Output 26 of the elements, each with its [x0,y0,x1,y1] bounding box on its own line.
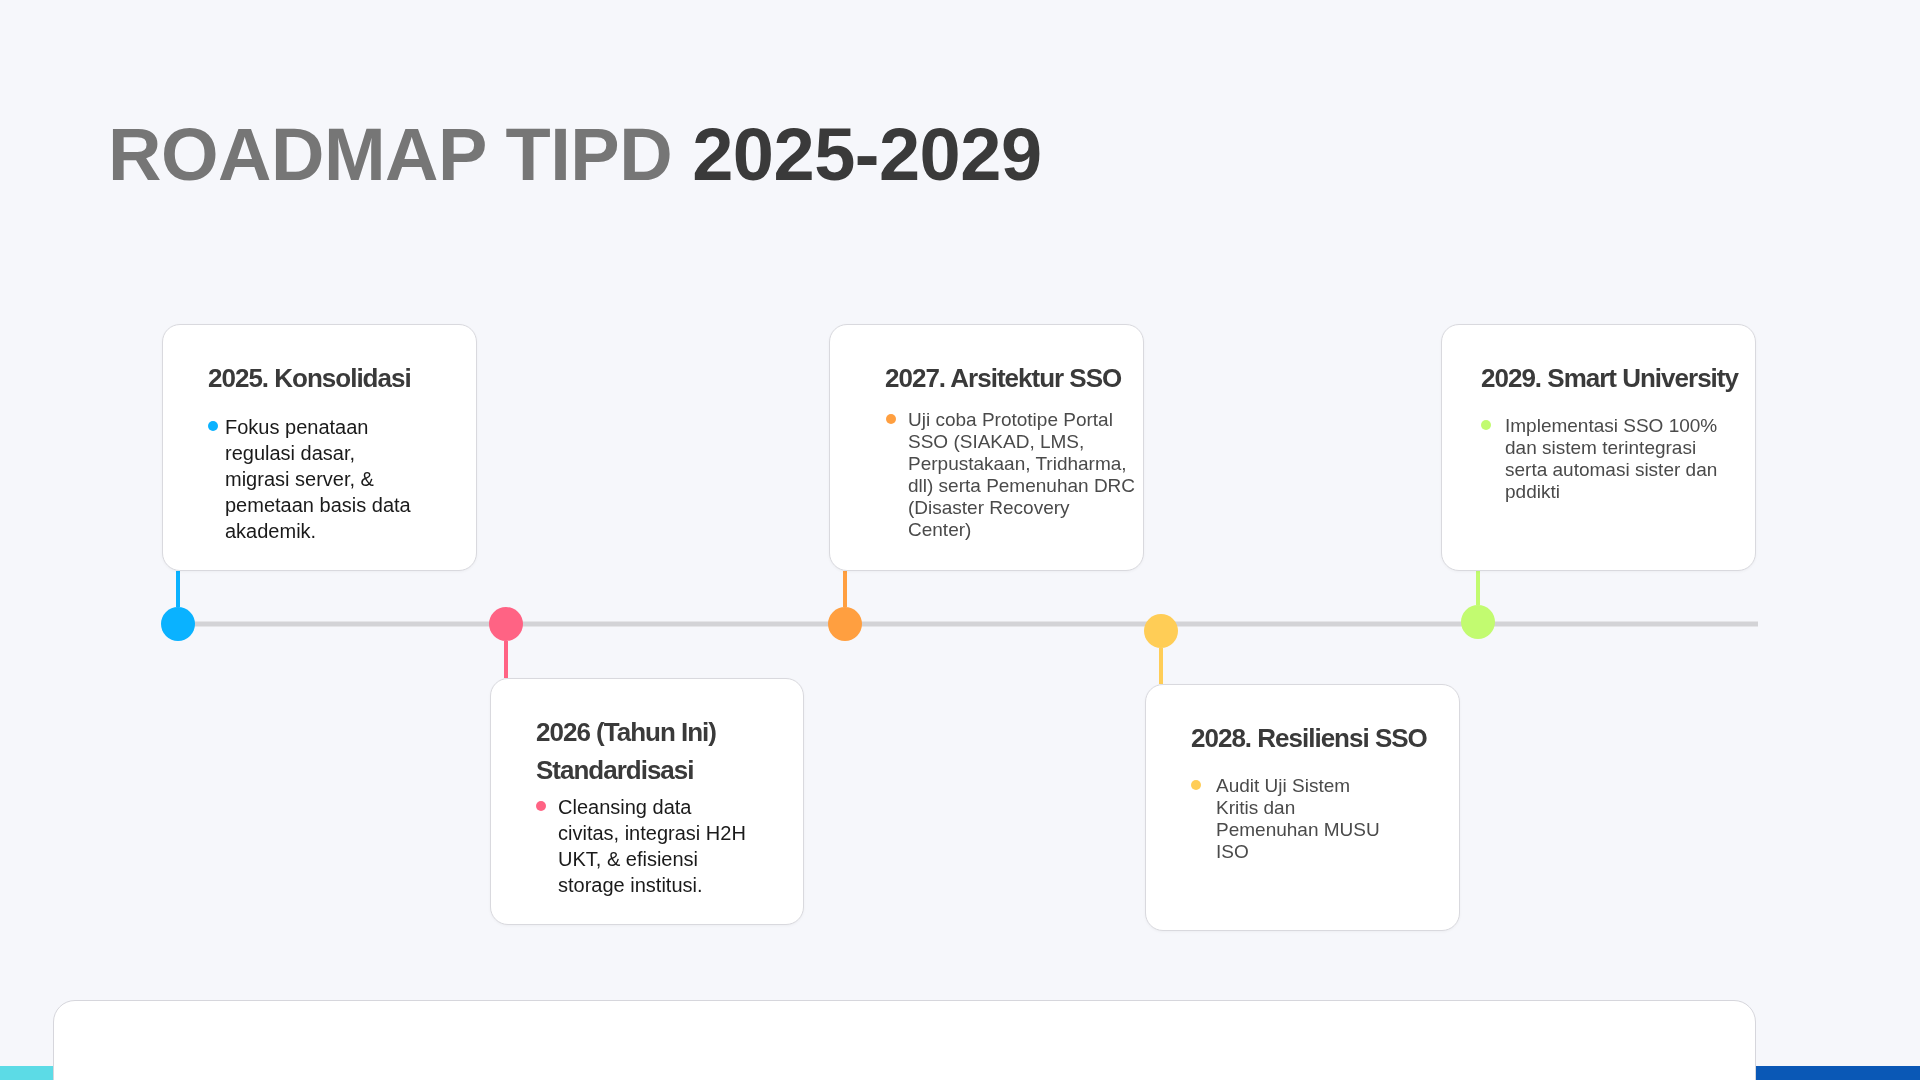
connector-line [176,571,180,607]
milestone-card [162,324,477,571]
milestone-description: Uji coba Prototipe Portal SSO (SIAKAD, LMS, Perpustakaan, Tridharma, dll) serta Pemenuhan DRC (Disaster Recovery Center) [908,409,1137,541]
milestone-card [1145,684,1460,931]
milestone-description: Implementasi SSO 100% dan sistem terintegrasi serta automasi sister dan pddikti [1505,415,1719,503]
milestone-heading: 2025. Konsolidasi [208,362,411,395]
milestone-card [1441,324,1756,571]
milestone-heading: 2027. Arsitektur SSO [885,362,1122,395]
connector-line [1159,648,1163,684]
milestone-card [490,678,804,925]
milestone-description: Fokus penataan regulasi dasar, migrasi server, & pemetaan basis data akademik. [225,415,412,544]
timeline-dot [161,607,195,641]
connector-line [843,571,847,607]
timeline-dot [489,607,523,641]
timeline-dot [1144,614,1178,648]
milestone-card [829,324,1144,571]
milestone-heading: 2029. Smart University [1481,362,1738,395]
milestone-description: Audit Uji Sistem Kritis dan Pemenuhan MUSU ISO [1216,775,1381,863]
connector-line [504,641,508,678]
milestone-heading: 2026 (Tahun Ini) Standardisasi [536,716,717,787]
connector-line [1476,571,1480,605]
milestone-heading: 2028. Resiliensi SSO [1191,722,1427,755]
page-title: ROADMAP TIPD 2025-2029 [108,112,1042,198]
timeline-dot [1461,605,1495,639]
milestone-description: Cleansing data civitas, integrasi H2H UKT, & efisiensi storage institusi. [558,795,747,898]
timeline-dot [828,607,862,641]
